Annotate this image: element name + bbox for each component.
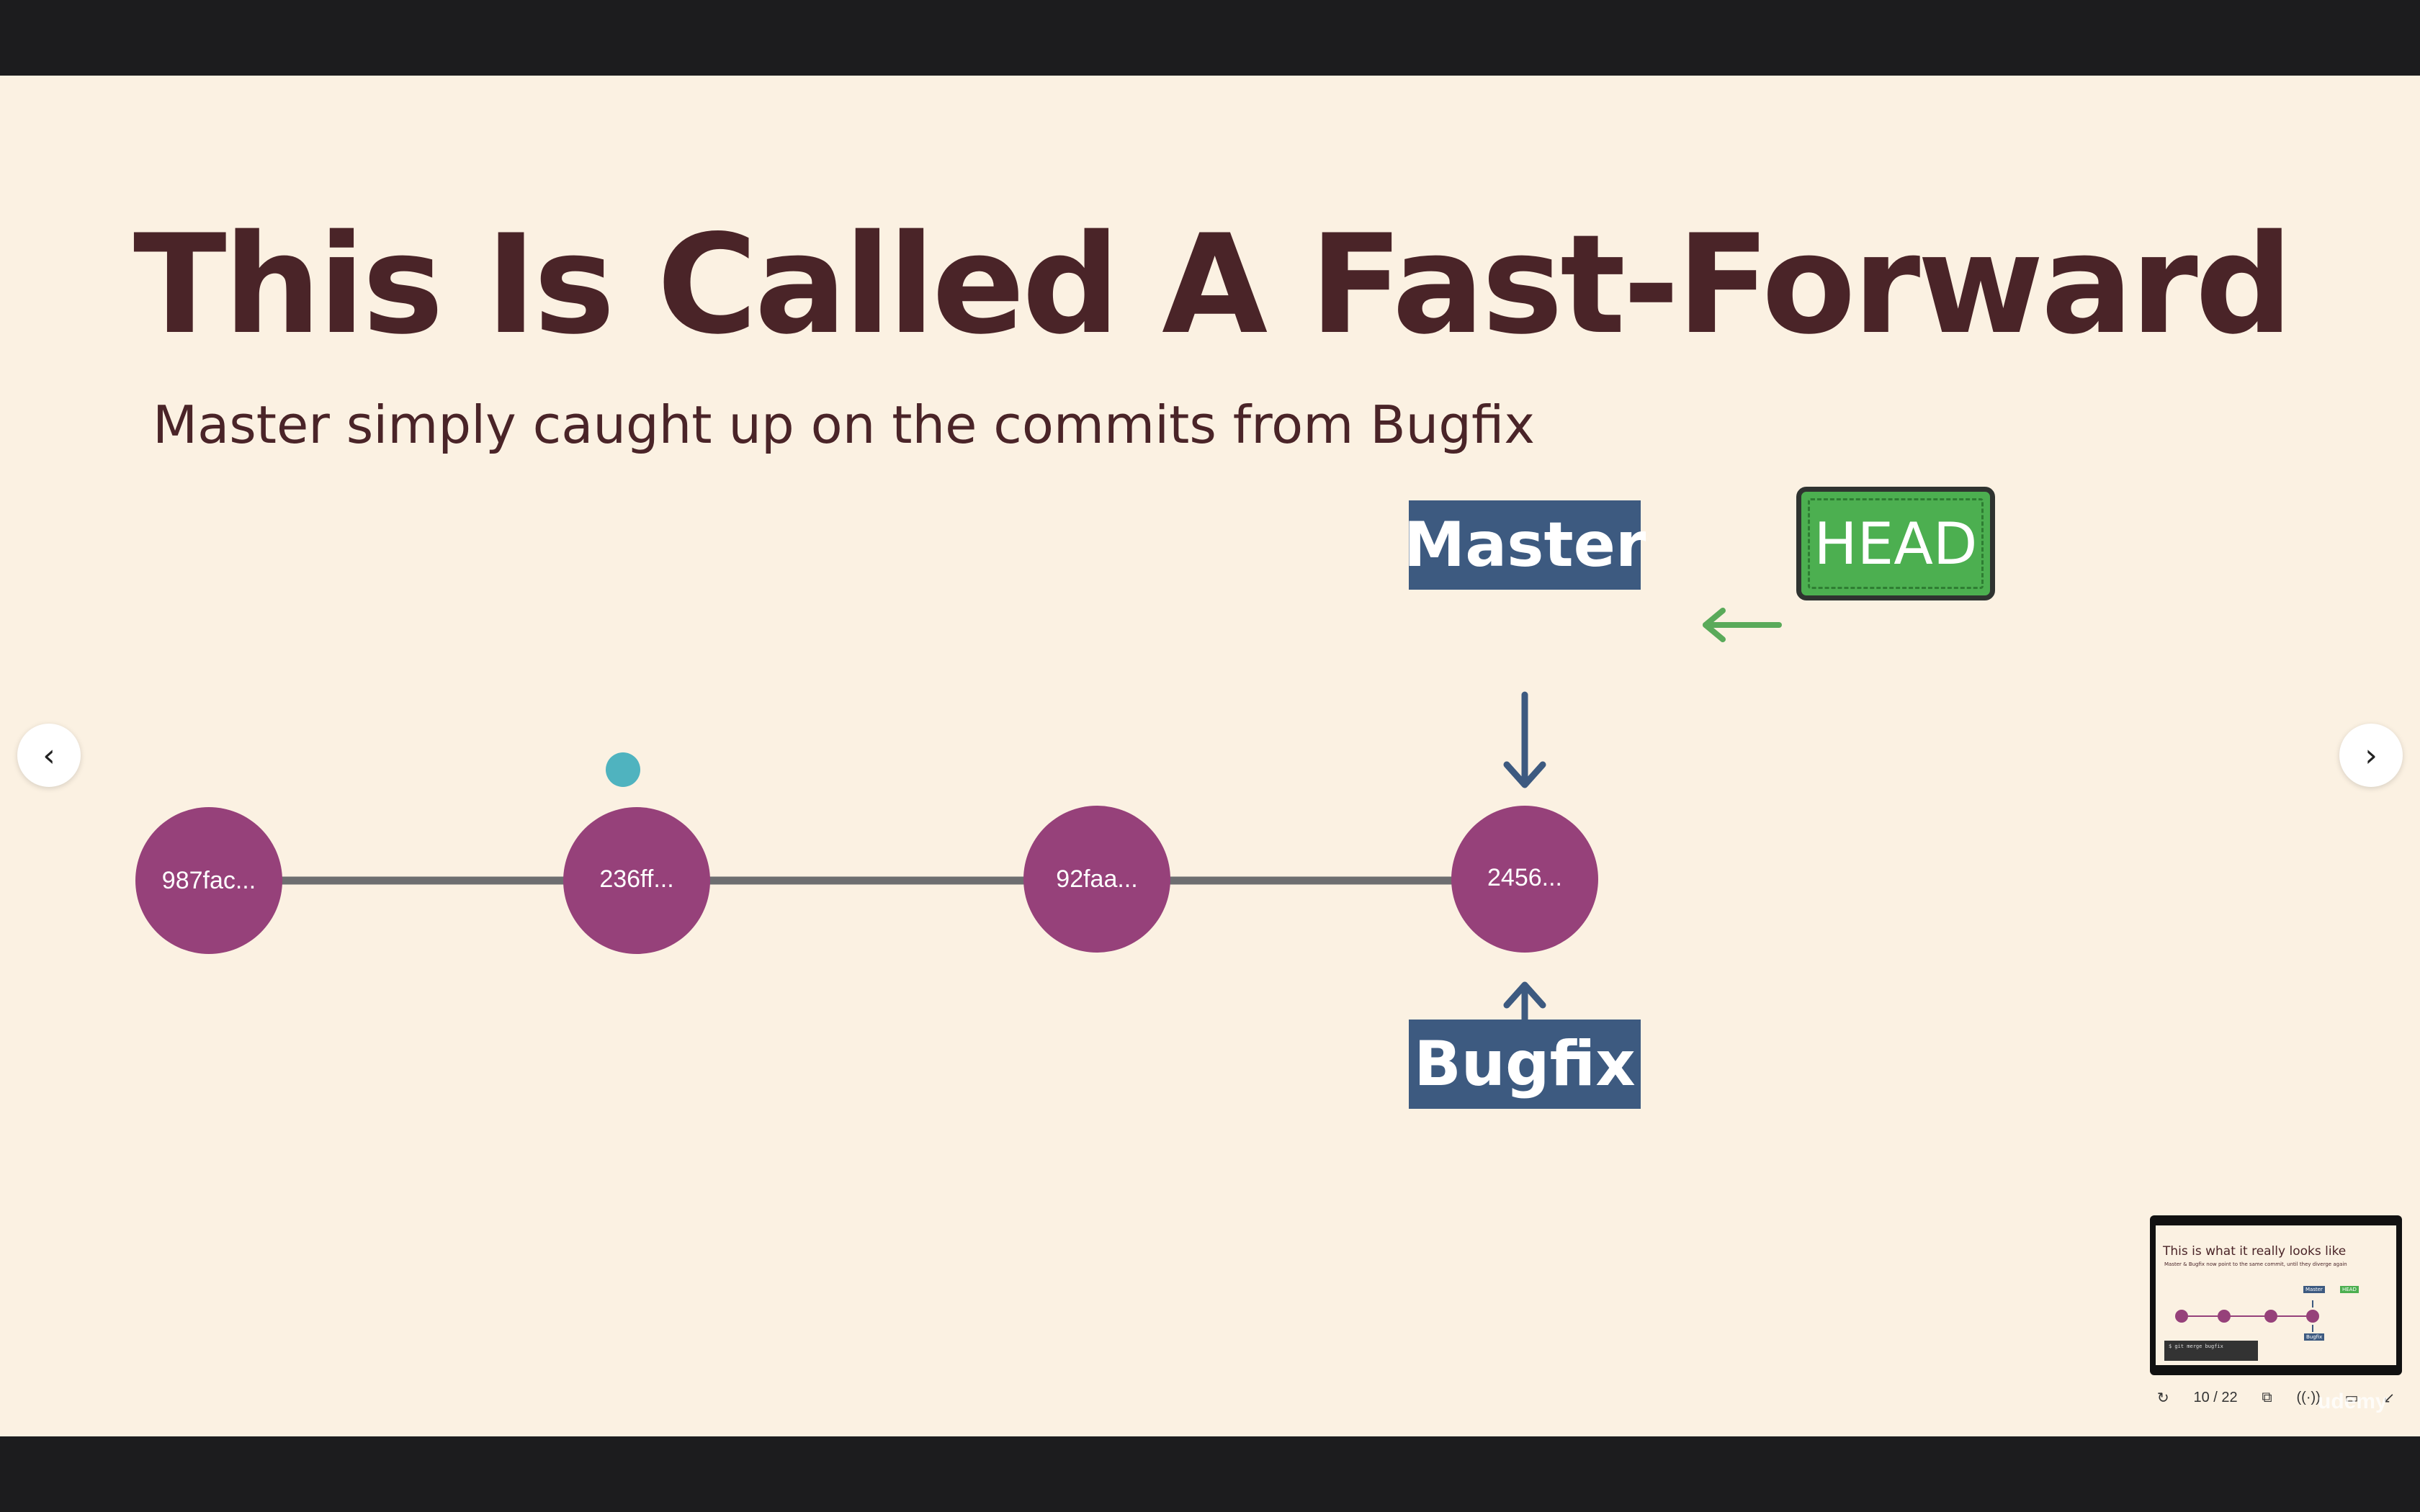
preview-subtitle: Master & Bugfix now point to the same co… <box>2164 1261 2347 1267</box>
presentation-controls: ↻ 10 / 22 ⧉ ((·)) ▭ ↙ <box>2145 1377 2407 1418</box>
preview-title: This is what it really looks like <box>2163 1244 2347 1259</box>
commit-label-2: 236ff... <box>599 865 673 893</box>
next-slide-preview[interactable]: This is what it really looks like Master… <box>2150 1215 2402 1375</box>
preview-bugfix-tag: Bugfix <box>2304 1333 2325 1341</box>
commit-node-2 <box>563 807 710 954</box>
top-letterbox <box>0 0 2420 76</box>
commit-label-3: 92faa... <box>1056 865 1137 893</box>
pointer-highlight <box>606 752 640 787</box>
head-arrow <box>1703 608 1782 642</box>
head-pointer-box: HEAD <box>1796 487 1995 600</box>
chevron-left-icon: ‹ <box>42 737 55 774</box>
slide-subtitle: Master simply caught up on the commits f… <box>153 395 1535 455</box>
bugfix-branch-label: Bugfix <box>1409 1020 1641 1109</box>
restart-icon[interactable]: ↻ <box>2156 1390 2169 1406</box>
captions-icon[interactable]: ▭ <box>2344 1390 2359 1406</box>
commit-node-3 <box>1023 806 1170 953</box>
preview-head-tag: HEAD <box>2340 1286 2359 1293</box>
master-arrow <box>1503 691 1546 788</box>
next-slide-button[interactable]: › <box>2339 724 2403 787</box>
collapse-icon[interactable]: ↙ <box>2383 1390 2396 1406</box>
commit-node-1 <box>135 807 282 954</box>
slide: This Is Called A Fast-Forward Master sim… <box>0 76 2420 1436</box>
preview-terminal: $ git merge bugfix <box>2164 1341 2258 1361</box>
previous-slide-button[interactable]: ‹ <box>17 724 81 787</box>
broadcast-icon[interactable]: ((·)) <box>2296 1389 2321 1405</box>
head-label: HEAD <box>1814 510 1978 577</box>
chevron-right-icon: › <box>2365 737 2378 774</box>
commit-label-1: 987fac... <box>162 867 256 894</box>
slide-title: This Is Called A Fast-Forward <box>133 205 2293 364</box>
head-dashed-border <box>1808 498 1984 589</box>
preview-slide: This is what it really looks like Master… <box>2156 1225 2396 1365</box>
bottom-letterbox <box>0 1436 2420 1512</box>
preview-diagram <box>2175 1300 2319 1332</box>
window-icon[interactable]: ⧉ <box>2262 1389 2272 1405</box>
commit-label-4: 2456... <box>1487 864 1562 891</box>
commit-node-4 <box>1451 806 1598 953</box>
preview-master-tag: Master <box>2303 1286 2325 1293</box>
master-branch-label: Master <box>1404 500 1646 590</box>
udemy-watermark: udemy <box>2318 1390 2388 1413</box>
page-indicator: 10 / 22 <box>2193 1389 2238 1405</box>
